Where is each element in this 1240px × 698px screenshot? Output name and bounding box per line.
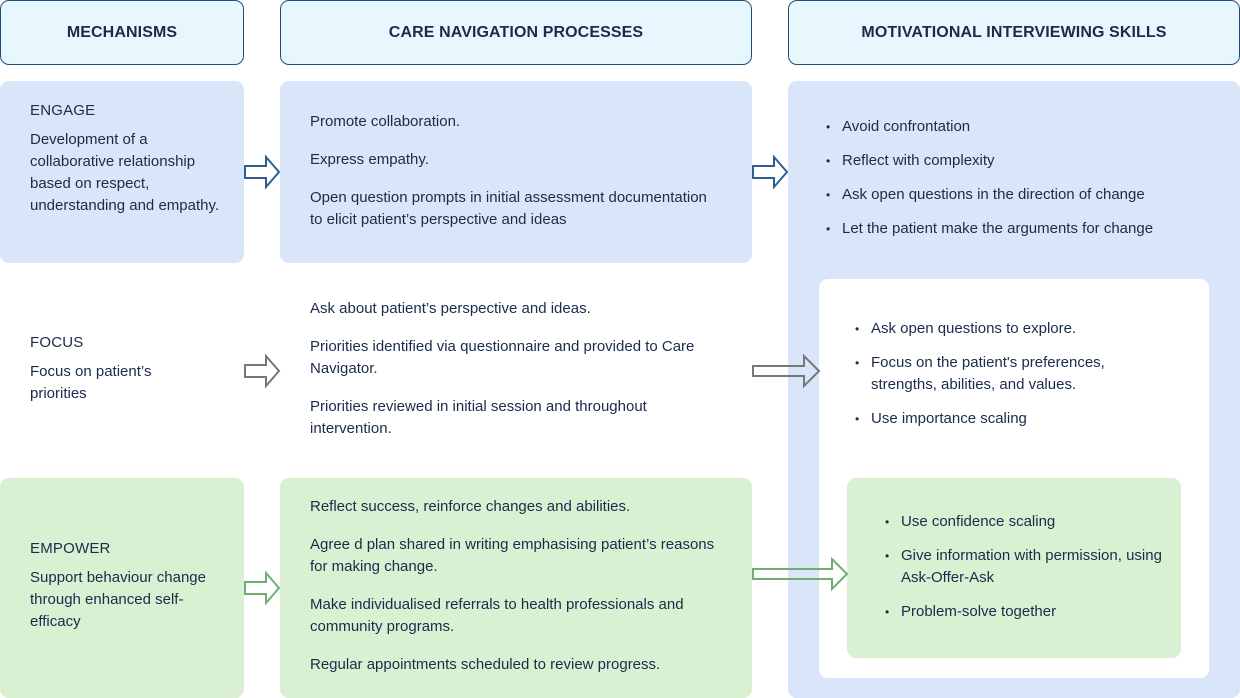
empower-process-item: Agree d plan shared in writing emphasisi… (310, 536, 715, 575)
engage-arrow-2-icon (752, 154, 789, 190)
header-processes: CARE NAVIGATION PROCESSES (280, 0, 752, 65)
focus-process-item: Ask about patient’s perspective and idea… (310, 300, 591, 317)
engage-skill-item: Let the patient make the arguments for c… (826, 218, 1226, 240)
focus-title: FOCUS (30, 334, 84, 351)
empower-process-item: Reflect success, reinforce changes and a… (310, 498, 631, 515)
empower-skill-item: Give information with permission, using … (885, 545, 1165, 589)
header-processes-label: CARE NAVIGATION PROCESSES (388, 23, 644, 41)
focus-skills-list: Ask open questions to explore. Focus on … (855, 318, 1155, 430)
empower-process-item: Regular appointments scheduled to review… (310, 656, 661, 673)
header-skills-label: MOTIVATIONAL INTERVIEWING SKILLS (861, 23, 1167, 41)
engage-mechanism-box: ENGAGE Development of a collaborative re… (0, 81, 244, 263)
empower-skills-box: Use confidence scaling Give information … (847, 478, 1181, 658)
empower-description: Support behaviour change through enhance… (30, 569, 206, 630)
focus-description: Focus on patient’s priorities (30, 363, 152, 402)
focus-process-item: Priorities reviewed in initial session a… (310, 398, 647, 437)
engage-skills-list: Avoid confrontation Reflect with complex… (826, 116, 1226, 240)
empower-mechanism-box: EMPOWER Support behaviour change through… (0, 478, 244, 698)
focus-skill-item: Use importance scaling (855, 408, 1155, 430)
empower-process-item: Make individualised referrals to health … (310, 596, 684, 635)
header-mechanisms: MECHANISMS (0, 0, 244, 65)
empower-skills-list: Use confidence scaling Give information … (885, 511, 1165, 623)
empower-arrow-1-icon (244, 570, 281, 606)
empower-processes-box: Reflect success, reinforce changes and a… (280, 478, 752, 698)
header-skills: MOTIVATIONAL INTERVIEWING SKILLS (788, 0, 1240, 65)
empower-skill-item: Problem-solve together (885, 601, 1165, 623)
focus-process-item: Priorities identified via questionnaire … (310, 338, 695, 377)
empower-skill-item: Use confidence scaling (885, 511, 1165, 533)
empower-title: EMPOWER (30, 540, 111, 557)
engage-skill-item: Ask open questions in the direction of c… (826, 184, 1226, 206)
focus-processes-box: Ask about patient’s perspective and idea… (310, 298, 730, 440)
focus-arrow-2-icon (752, 353, 821, 389)
engage-processes-box: Promote collaboration. Express empathy. … (280, 81, 752, 263)
focus-skill-item: Ask open questions to explore. (855, 318, 1155, 340)
focus-skill-item: Focus on the patient's preferences, stre… (855, 352, 1155, 396)
engage-arrow-1-icon (244, 154, 281, 190)
engage-title: ENGAGE (30, 102, 96, 119)
engage-description: Development of a collaborative relations… (30, 131, 220, 214)
engage-skill-item: Reflect with complexity (826, 150, 1226, 172)
header-mechanisms-label: MECHANISMS (66, 23, 178, 41)
engage-process-item: Promote collaboration. (310, 113, 461, 130)
engage-process-item: Open question prompts in initial assessm… (310, 189, 707, 228)
focus-arrow-1-icon (244, 353, 281, 389)
engage-skill-item: Avoid confrontation (826, 116, 1226, 138)
engage-process-item: Express empathy. (310, 151, 429, 168)
focus-mechanism-box: FOCUS Focus on patient’s priorities (30, 334, 230, 405)
empower-arrow-2-icon (752, 556, 849, 592)
